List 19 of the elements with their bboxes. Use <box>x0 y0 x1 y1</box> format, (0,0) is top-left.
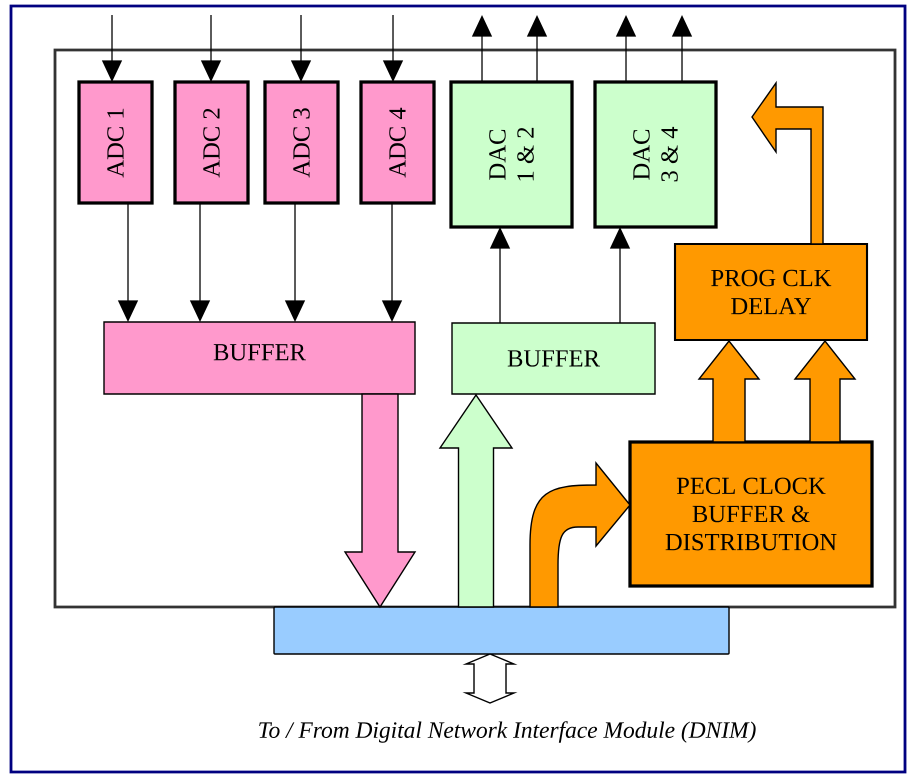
block-arrow <box>462 653 518 704</box>
block-box: ADC 4 <box>359 80 436 205</box>
block-box: ADC 3 <box>263 80 340 205</box>
block-box: PROG CLK DELAY <box>674 242 868 342</box>
block-box: ADC 2 <box>173 80 250 205</box>
block-arrow <box>344 393 416 608</box>
block-box: DAC 3 & 4 <box>593 80 718 229</box>
block-arrow <box>794 340 856 443</box>
block-arrow <box>438 394 514 608</box>
block-arrow <box>698 340 760 443</box>
caption-text: To / From Digital Network Interface Module (DNIM) <box>259 721 756 743</box>
block-box: PECL CLOCK BUFFER & DISTRIBUTION <box>628 440 874 588</box>
connector-bar <box>273 606 730 655</box>
bent-arrow <box>751 80 824 245</box>
block-box: ADC 1 <box>77 80 154 205</box>
block-box: BUFFER <box>103 321 416 395</box>
block-box: DAC 1 & 2 <box>449 80 574 229</box>
block-box: BUFFER <box>451 322 656 395</box>
curved-arrow <box>529 462 631 608</box>
